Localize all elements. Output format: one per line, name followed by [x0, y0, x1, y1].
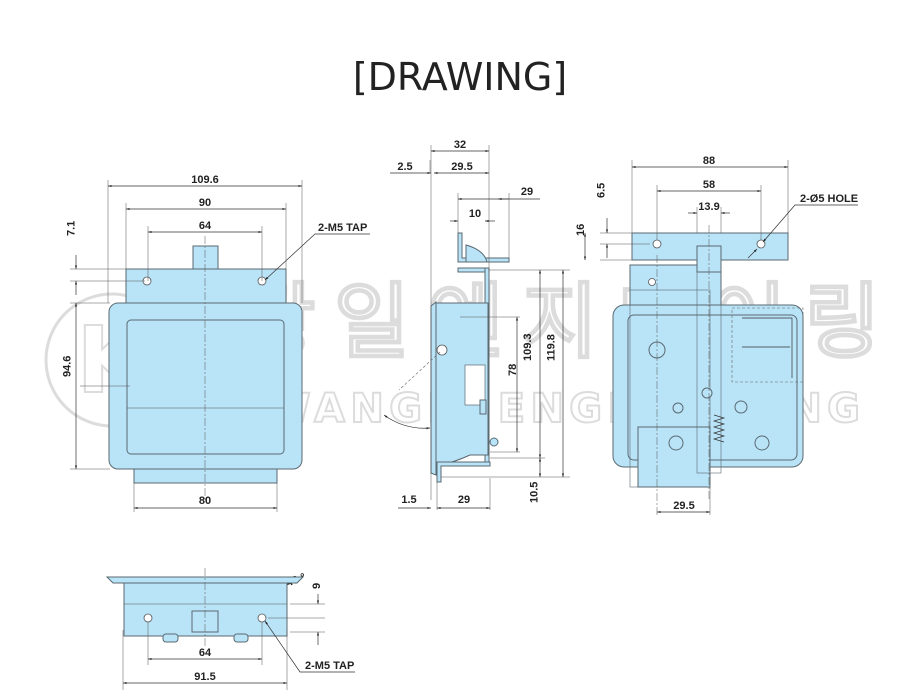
rear-view: 88 58 13.9 6.5 16 29.5 2-Ø5 HOLE — [575, 155, 858, 515]
side-bottom-bracket — [436, 461, 491, 483]
front-stem — [192, 245, 219, 270]
dim-height-b: 119.8 — [546, 334, 558, 361]
dim-mount-width: 90 — [199, 197, 211, 209]
tap-callout: 2-M5 TAP — [318, 222, 367, 234]
side-view: 40 ° 32 2.5 29.5 29 10 78 109.3 119.8 10… — [285, 139, 570, 589]
dim-height-a: 109.3 — [522, 333, 534, 361]
dim-hole-pitch: 64 — [199, 647, 212, 659]
dim-overall-width: 109.6 — [191, 174, 219, 186]
dim-lower: 29.5 — [673, 500, 694, 512]
dim-inner: 78 — [507, 364, 519, 376]
dim-bracket: 29 — [521, 186, 533, 198]
spring — [712, 414, 726, 443]
dim-stem: 13.9 — [698, 201, 719, 213]
dim-depth: 32 — [454, 139, 466, 151]
page-title: [DRAWING] — [353, 55, 567, 99]
dim-top-offset: 7.1 — [65, 221, 77, 236]
front-view: 109.6 90 64 80 7.1 94.6 2-M5 TAP — [61, 174, 370, 512]
dim-height: 94.6 — [61, 356, 73, 377]
dim-hole-pitch: 64 — [199, 220, 212, 232]
dim-height: 9 — [311, 583, 323, 589]
dim-hole-pitch: 58 — [703, 179, 715, 191]
hole-callout: 2-Ø5 HOLE — [800, 193, 858, 205]
front-recess — [126, 319, 285, 455]
tap-callout: 2-M5 TAP — [305, 660, 354, 672]
handle-open-position — [398, 351, 441, 391]
dim-bottom-width: 80 — [199, 495, 211, 507]
dim-plate-width: 88 — [703, 155, 715, 167]
dim-width: 91.5 — [194, 671, 215, 683]
side-flange — [430, 300, 437, 476]
dim-hole-offset: 6.5 — [595, 183, 607, 198]
dim-body-depth: 29.5 — [451, 161, 472, 173]
bottom-view: 64 91.5 9 2-M5 TAP — [105, 568, 355, 690]
dim-bottom: 10.5 — [528, 482, 540, 503]
dim-flange: 2.5 — [397, 161, 412, 173]
dim-bottom-depth: 29 — [458, 494, 470, 506]
dim-plate-height: 16 — [575, 224, 587, 236]
dim-bottom-flange: 1.5 — [401, 494, 416, 506]
dim-bracket-inner: 10 — [469, 208, 481, 220]
